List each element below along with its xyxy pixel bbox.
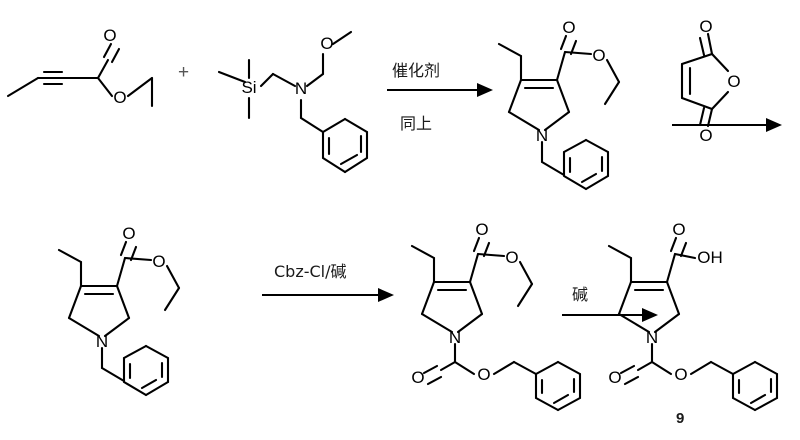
atom-label-acid-carbonyl-oxygen: O bbox=[672, 220, 685, 239]
arrow-1-condition-below: 同上 bbox=[400, 114, 433, 133]
structure-row2-product-compound-9: O OH N O O bbox=[607, 220, 779, 412]
atom-label-nitrogen: N bbox=[96, 332, 108, 351]
atom-label-carbamate-oxygen: O bbox=[477, 365, 490, 384]
structure-row2-intermediate: O O N O O bbox=[410, 220, 582, 412]
atom-label-ether-oxygen: O bbox=[320, 34, 333, 53]
reaction-arrow-1 bbox=[387, 83, 493, 97]
atom-label-nitrogen: N bbox=[536, 126, 548, 145]
atom-label-nitrogen: N bbox=[295, 79, 307, 98]
atom-label-carbamate-carbonyl-oxygen: O bbox=[608, 368, 621, 387]
atom-label-carbamate-carbonyl-oxygen: O bbox=[411, 368, 424, 387]
structure-row2-start-material: O O N bbox=[57, 224, 181, 397]
structure-ethyl-2-pentynoate: O O bbox=[6, 26, 154, 108]
structure-row1-product: O O N bbox=[497, 18, 621, 191]
arrow-1-condition-above: 催化剂 bbox=[392, 61, 441, 80]
atom-label-silicon: Si bbox=[241, 78, 256, 97]
atom-label-hydroxyl: OH bbox=[697, 248, 723, 267]
atom-label-ester-carbonyl-oxygen: O bbox=[475, 220, 488, 239]
structure-tms-methoxymethyl-benzylamine: Si N O bbox=[217, 30, 369, 174]
atom-label-ester-oxygen: O bbox=[592, 46, 605, 65]
atom-label-carbonyl-oxygen: O bbox=[103, 26, 116, 45]
atom-label-anhydride-top-oxygen: O bbox=[699, 17, 712, 36]
atom-label-ester-oxygen: O bbox=[505, 248, 518, 267]
reaction-arrow-2 bbox=[672, 118, 782, 132]
atom-label-carbamate-oxygen: O bbox=[674, 365, 687, 384]
arrow-3-condition-above: Cbz-Cl/碱 bbox=[274, 262, 347, 281]
plus-sign: + bbox=[178, 62, 190, 83]
structure-maleic-anhydride: O O O bbox=[680, 17, 741, 145]
reaction-arrow-3 bbox=[262, 288, 394, 302]
reaction-arrow-4 bbox=[562, 308, 658, 322]
atom-label-anhydride-ring-oxygen: O bbox=[727, 72, 740, 91]
arrow-4-condition-above: 碱 bbox=[572, 285, 589, 304]
atom-label-nitrogen: N bbox=[449, 328, 461, 347]
atom-label-ester-oxygen: O bbox=[152, 252, 165, 271]
atom-label-anhydride-bottom-oxygen: O bbox=[699, 126, 712, 145]
compound-number-label: 9 bbox=[676, 410, 685, 427]
atom-label-carbonyl-oxygen: O bbox=[562, 18, 575, 37]
atom-label-ester-oxygen: O bbox=[113, 88, 126, 107]
atom-label-carbonyl-oxygen: O bbox=[122, 224, 135, 243]
atom-label-nitrogen: N bbox=[646, 328, 658, 347]
